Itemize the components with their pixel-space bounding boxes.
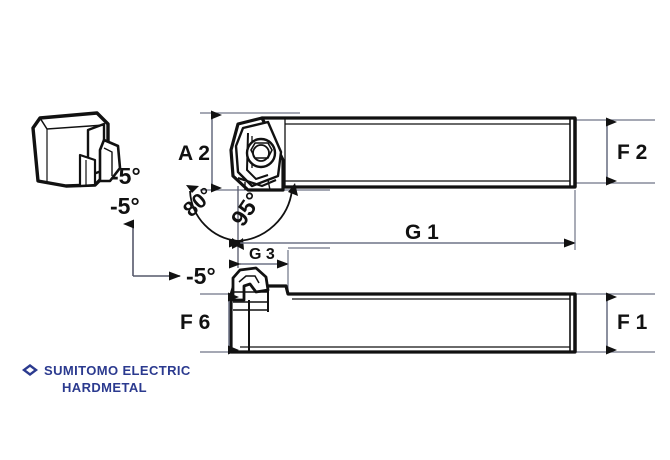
dimension-g1-label: G 1 [405,221,439,244]
dimension-g3-label: G 3 [249,246,275,263]
rake-axis-indicator [123,219,181,281]
dimension-g1 [229,190,576,250]
rake-vertical-label: -5° [110,193,140,219]
insert-angle-label: -5° [111,163,141,189]
side-view-tool-holder [229,266,577,354]
dimension-g3 [229,247,330,290]
dimension-f2-label: F 2 [617,141,647,164]
dimension-a2-label: A 2 [178,142,210,165]
logo-line2: HARDMETAL [62,380,147,395]
top-view-tool-holder [229,116,577,192]
dimension-f6-label: F 6 [180,311,210,334]
insert-isometric-icon [31,111,122,188]
sumitomo-logo [22,364,38,376]
rake-horizontal-label: -5° [186,263,216,289]
logo-line1: SUMITOMO ELECTRIC [44,363,191,378]
dimension-f1-label: F 1 [617,311,648,334]
